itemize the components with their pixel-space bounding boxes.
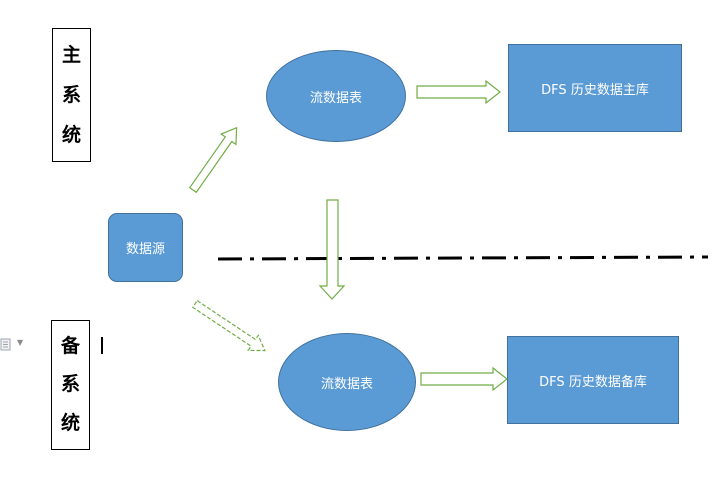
backup-system-char: 备 [60,334,80,357]
arrow-main-stream-to-backup-stream [318,199,346,300]
data-source-label: 数据源 [125,242,165,257]
backup-stream-table-node[interactable]: 流数据表 [278,333,416,431]
main-stream-table-node[interactable]: 流数据表 [266,50,406,142]
chevron-down-icon[interactable]: ▼ [17,338,24,347]
backup-system-label: 备 系 统 [51,320,90,450]
arrow-source-to-main-stream [188,126,238,194]
text-cursor [101,337,103,354]
arrow-source-to-backup-stream [191,299,266,352]
dfs-main-db-node[interactable]: DFS 历史数据主库 [508,44,682,132]
dfs-backup-db-node[interactable]: DFS 历史数据备库 [507,336,679,424]
dfs-main-db-label: DFS 历史数据主库 [541,82,649,98]
system-divider-line [217,255,709,261]
main-system-char: 统 [61,123,81,146]
main-system-char: 系 [61,83,81,106]
main-system-char: 主 [61,43,81,66]
backup-system-char: 系 [60,373,80,396]
arrow-main-stream-to-dfs-main [416,79,501,105]
arrow-backup-stream-to-dfs-backup [420,366,508,392]
backup-system-char: 统 [60,412,80,435]
backup-stream-table-label: 流数据表 [320,376,373,392]
dfs-backup-db-label: DFS 历史数据备库 [539,374,647,390]
main-stream-table-label: 流数据表 [309,90,362,106]
document-icon[interactable] [0,338,14,352]
data-source-node[interactable]: 数据源 [108,213,183,282]
main-system-label: 主 系 统 [52,28,91,162]
